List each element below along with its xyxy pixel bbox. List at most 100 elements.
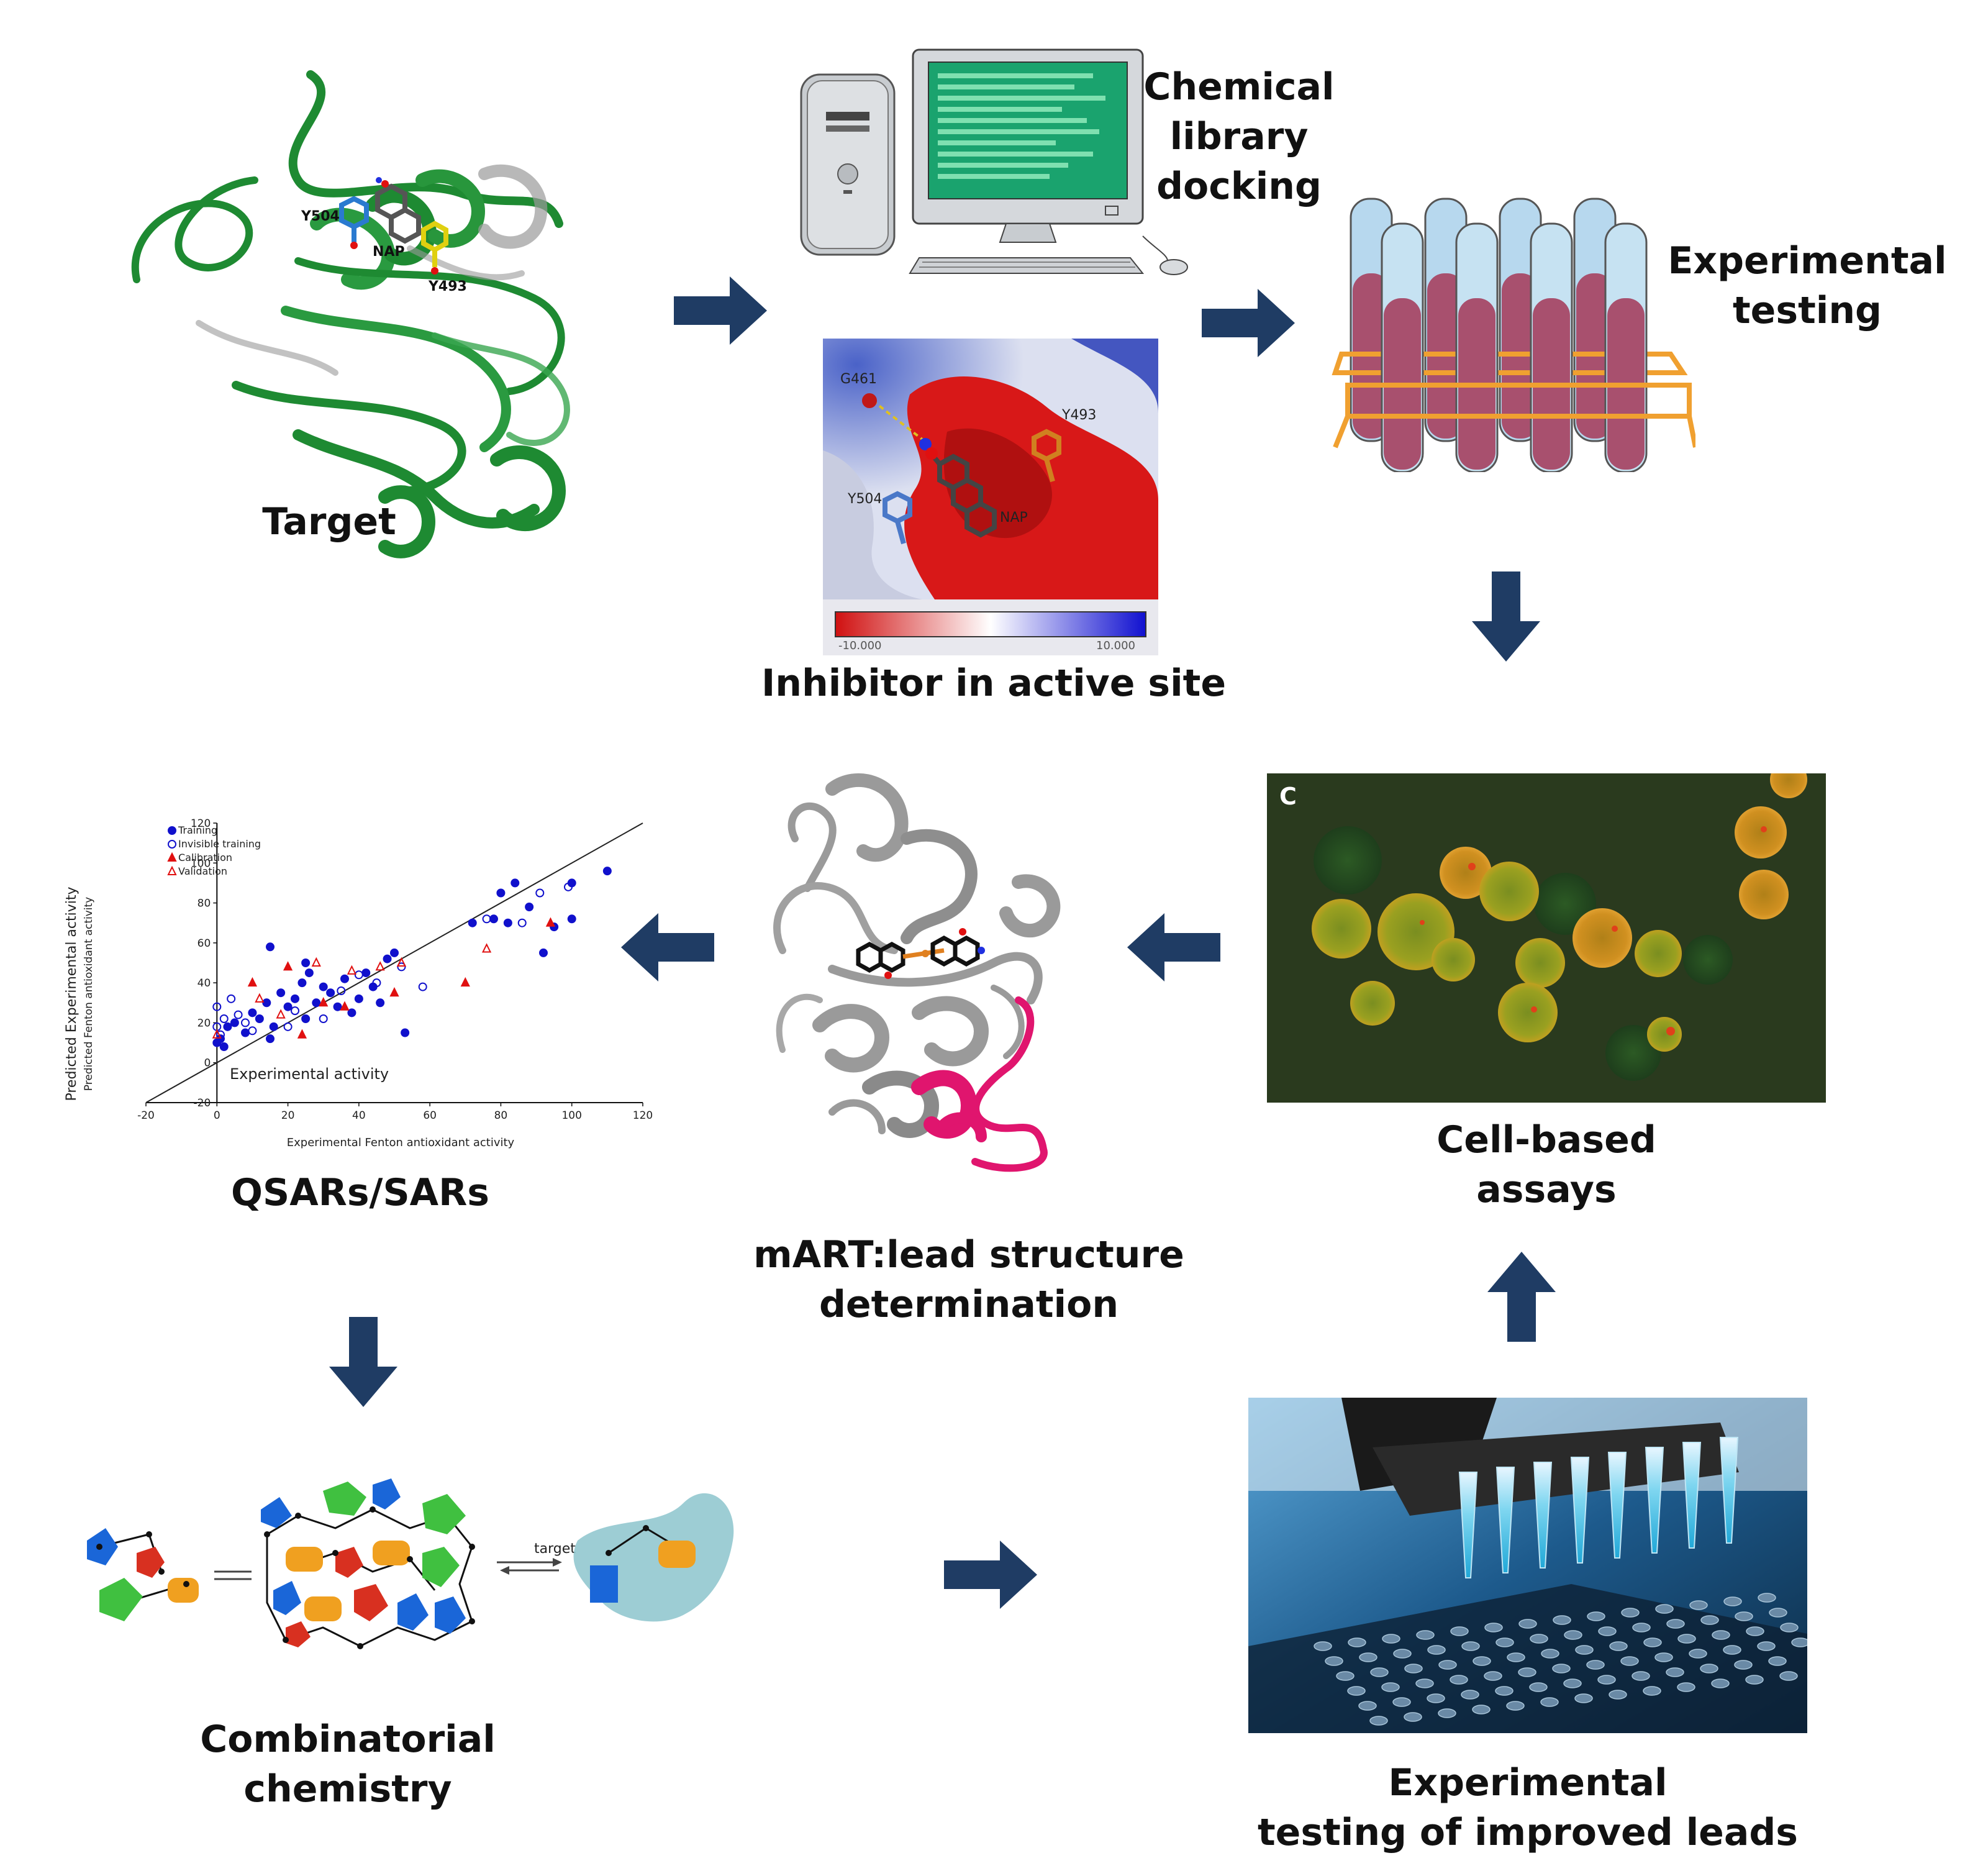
pipette-robot-image xyxy=(1248,1398,1810,1733)
data-point xyxy=(319,997,329,1007)
plate-well xyxy=(1381,1682,1400,1692)
pipette-tip xyxy=(1682,1442,1702,1549)
plate-well xyxy=(1643,1686,1661,1696)
plate-well xyxy=(1336,1671,1355,1681)
label-exp-testing-line-1: Experimental xyxy=(1668,239,1947,283)
plate-well xyxy=(1404,1712,1422,1722)
data-point xyxy=(247,977,258,987)
plate-well xyxy=(1723,1596,1742,1606)
data-point xyxy=(216,1030,225,1039)
plate-well xyxy=(1450,1675,1468,1685)
data-point xyxy=(297,978,307,988)
plate-well xyxy=(1758,1593,1776,1603)
active-site-image: G461 Y493 Y504 NAP -10.000 10.000 xyxy=(823,339,1158,655)
data-point xyxy=(276,988,286,998)
label-mart-line-2: determination xyxy=(819,1283,1119,1326)
plate-well xyxy=(1541,1649,1559,1659)
plate-well xyxy=(1666,1667,1684,1677)
plate-well xyxy=(1461,1690,1479,1700)
plate-well xyxy=(1359,1652,1377,1662)
plate-well xyxy=(1632,1623,1651,1632)
data-point xyxy=(482,914,491,924)
plate-well xyxy=(1314,1641,1332,1651)
plate-well xyxy=(1587,1611,1605,1621)
data-point xyxy=(266,1034,275,1044)
legend-entry: Training xyxy=(178,824,217,836)
plate-well xyxy=(1563,1678,1582,1688)
data-point xyxy=(212,1029,222,1039)
data-point xyxy=(269,1022,278,1031)
arrow-left-icon xyxy=(621,913,714,981)
legend-marker xyxy=(167,852,177,862)
data-point xyxy=(219,1042,229,1051)
arrow-down-icon xyxy=(1472,571,1540,662)
plate-well xyxy=(1666,1619,1685,1629)
data-point xyxy=(340,1001,350,1011)
y-tick-label: 120 xyxy=(191,817,211,830)
plate-well xyxy=(1779,1671,1798,1681)
plate-well xyxy=(1370,1667,1389,1677)
data-point xyxy=(489,914,498,924)
x-tick-label: 20 xyxy=(281,1109,295,1122)
data-point xyxy=(460,977,470,987)
mart-structure-image xyxy=(758,764,1081,1174)
x-tick-label: 0 xyxy=(214,1109,220,1122)
data-point xyxy=(248,1026,257,1036)
data-point xyxy=(283,1002,293,1011)
label-experimental-testing-improved-leads: Experimental testing of improved leads xyxy=(1230,1758,1826,1857)
plate-well xyxy=(1598,1626,1617,1636)
y-tick-label: 40 xyxy=(197,977,211,990)
plate-well xyxy=(1757,1641,1776,1651)
data-point xyxy=(390,948,399,957)
data-point xyxy=(567,914,576,924)
arrow-right-icon xyxy=(944,1541,1037,1609)
combi-target-label: target xyxy=(534,1541,576,1557)
label-cell-line-2: assays xyxy=(1476,1168,1617,1211)
data-point xyxy=(354,970,363,980)
label-experimental-testing: Experimental testing xyxy=(1652,236,1963,335)
data-point xyxy=(389,986,399,997)
data-point xyxy=(255,993,265,1003)
pipette-tip xyxy=(1570,1457,1590,1564)
plate-well xyxy=(1472,1705,1491,1714)
data-point xyxy=(602,867,612,876)
plate-well xyxy=(1586,1660,1605,1670)
data-point xyxy=(255,1014,264,1023)
site-label-g461: G461 xyxy=(840,371,877,387)
data-point xyxy=(212,1002,222,1011)
label-improved-line-2: testing of improved leads xyxy=(1258,1811,1798,1854)
data-point xyxy=(361,968,371,978)
arrow-left-icon xyxy=(1127,913,1220,981)
data-point xyxy=(347,965,357,975)
y-axis-label: Predicted Experimental activity xyxy=(64,886,79,1101)
data-point xyxy=(503,918,512,927)
plate-well xyxy=(1540,1697,1559,1707)
plate-well xyxy=(1734,1660,1753,1670)
data-point xyxy=(262,998,271,1008)
plate-well xyxy=(1780,1623,1799,1632)
plate-well xyxy=(1461,1641,1480,1651)
cell-assay-image: C xyxy=(1267,761,1826,1103)
x-tick-label: 100 xyxy=(561,1109,581,1122)
data-point xyxy=(266,942,275,952)
plate-well xyxy=(1415,1678,1434,1688)
plate-well xyxy=(1552,1664,1571,1673)
residue-label-nap: NAP xyxy=(373,244,405,260)
label-docking-line-3: docking xyxy=(1156,165,1322,208)
pipette-tip xyxy=(1607,1452,1627,1559)
plate-well xyxy=(1655,1604,1674,1614)
plate-well xyxy=(1711,1678,1730,1688)
x-tick-label: 80 xyxy=(494,1109,508,1122)
computer-image xyxy=(795,43,1192,280)
plate-well xyxy=(1564,1630,1582,1640)
plate-well xyxy=(1723,1645,1741,1655)
data-point xyxy=(234,1010,243,1019)
color-scale-bar xyxy=(835,611,1146,637)
data-point xyxy=(517,918,527,927)
data-point xyxy=(241,1028,250,1037)
plate-well xyxy=(1609,1641,1628,1651)
x-tick-label: 120 xyxy=(633,1109,653,1122)
data-point xyxy=(535,888,545,898)
y-axis-label-secondary: Predicted Fenton antioxidant activity xyxy=(83,897,95,1091)
